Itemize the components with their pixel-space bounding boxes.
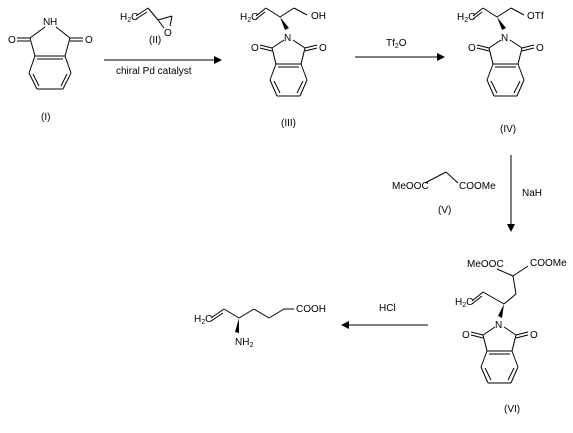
reagent-step1: chiral Pd catalyst — [116, 66, 192, 77]
compound-IV-label: (IV) — [500, 124, 516, 135]
compound-III-oh: OH — [311, 11, 326, 22]
compound-I-label: (I) — [41, 112, 50, 123]
compound-VI-right: COOMe — [530, 258, 567, 269]
product-nh2-nh: NH — [235, 337, 249, 348]
svg-text:H2C: H2C — [120, 12, 138, 24]
compound-product: H2C COOH NH2 — [194, 304, 326, 349]
compound-III-h2c-c: C — [251, 12, 258, 23]
compound-I-o-right: O — [85, 35, 93, 46]
compound-I-nh: N — [43, 17, 50, 28]
compound-I: N H O O (I) — [8, 17, 93, 123]
compound-VI-h2c-c: C — [466, 297, 473, 308]
product-h2c-h: H — [194, 314, 201, 325]
compound-VI-h2c-h: H — [455, 297, 462, 308]
compound-V-label: (V) — [438, 205, 451, 216]
compound-II-h2c-sub: 2 — [127, 17, 131, 24]
compound-IV-o-left: O — [468, 43, 476, 54]
compound-II-label: (II) — [149, 35, 161, 46]
svg-text:H2C: H2C — [457, 12, 475, 24]
reagent-step2-tail: O — [399, 38, 407, 49]
compound-I-o-left: O — [8, 35, 16, 46]
compound-III: H2C OH N O O (III) — [240, 7, 327, 129]
product-cooh: COOH — [296, 304, 326, 315]
compound-VI-n: N — [495, 320, 502, 331]
compound-I-h: H — [50, 17, 57, 28]
svg-text:H2C: H2C — [240, 12, 258, 24]
arrow-step2: Tf2O — [355, 38, 445, 61]
compound-III-o-left: O — [251, 43, 259, 54]
compound-VI-left: MeOOC — [467, 259, 504, 270]
svg-text:Tf2O: Tf2O — [386, 38, 407, 50]
compound-IV-h2c-c: C — [468, 12, 475, 23]
arrow-step4: HCl — [341, 303, 428, 329]
product-nh2-sub: 2 — [249, 342, 253, 349]
compound-II-o: O — [164, 28, 172, 39]
reagent-step3: NaH — [522, 188, 542, 199]
reagent-step2-sub: 2 — [395, 43, 399, 50]
compound-VI-h2c-sub: 2 — [462, 302, 466, 309]
svg-text:H2C: H2C — [194, 314, 212, 326]
compound-II: H2C O (II) — [120, 7, 173, 46]
arrow-step1: chiral Pd catalyst — [104, 56, 222, 77]
compound-IV-otf: OTf — [527, 11, 544, 22]
svg-text:NH2: NH2 — [235, 337, 253, 349]
compound-II-h2c-c: C — [131, 12, 138, 23]
compound-VI-label: (VI) — [504, 404, 520, 415]
compound-IV: H2C OTf N O O (IV) — [457, 7, 544, 135]
compound-II-h2c-h: H — [120, 12, 127, 23]
compound-IV-h2c-sub: 2 — [464, 17, 468, 24]
product-h2c-sub: 2 — [201, 319, 205, 326]
svg-text:H2C: H2C — [455, 297, 473, 309]
compound-III-o-right: O — [319, 43, 327, 54]
compound-IV-n: N — [501, 33, 508, 44]
compound-III-h2c-h: H — [240, 12, 247, 23]
reagent-step4: HCl — [379, 303, 396, 314]
compound-IV-o-right: O — [536, 43, 544, 54]
reagent-step2-main: Tf — [386, 38, 395, 49]
compound-VI-o-right: O — [530, 330, 538, 341]
compound-III-h2c-sub: 2 — [247, 17, 251, 24]
compound-VI-o-left: O — [462, 330, 470, 341]
compound-IV-h2c-h: H — [457, 12, 464, 23]
compound-V-right: COOMe — [459, 181, 496, 192]
product-h2c-c: C — [205, 314, 212, 325]
compound-III-n: N — [284, 33, 291, 44]
compound-III-label: (III) — [281, 118, 296, 129]
compound-V: MeOOC COOMe (V) — [392, 171, 496, 216]
arrow-step3: NaH — [507, 155, 542, 232]
compound-VI: MeOOC COOMe H2C N O O (VI) — [455, 258, 567, 415]
compound-V-left: MeOOC — [392, 181, 429, 192]
